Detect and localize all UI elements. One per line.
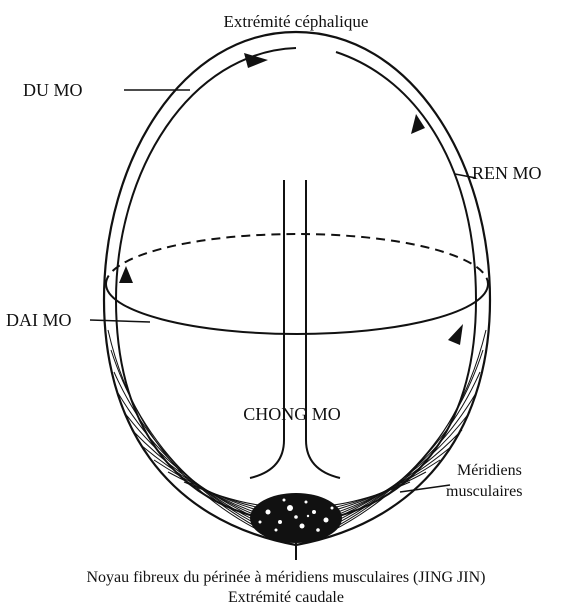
- chong-mo-channel: [250, 180, 340, 478]
- label-dai-mo: DAI MO: [6, 310, 72, 330]
- label-meridiens-1: Méridiens: [457, 462, 522, 479]
- label-noyau-fibreux: Noyau fibreux du périnée à méridiens mus…: [87, 569, 486, 586]
- label-meridiens-2: musculaires: [446, 483, 522, 500]
- outer-envelope: [104, 32, 490, 545]
- label-ren-mo: REN MO: [472, 163, 542, 183]
- dai-mo-belt-back: [106, 234, 488, 284]
- fibrous-nucleus: [250, 493, 342, 543]
- meridiens-leader: [400, 485, 450, 492]
- dai-mo-belt-front: [106, 284, 488, 334]
- label-chong-mo: CHONG MO: [243, 404, 341, 424]
- label-extremite-caudale: Extrémité caudale: [228, 589, 344, 606]
- dai-mo-arrow-left: [119, 266, 133, 283]
- ren-mo-line: [322, 52, 476, 520]
- label-du-mo: DU MO: [23, 80, 83, 100]
- ren-mo-arrow-lower: [448, 324, 463, 345]
- label-extremite-cephalique: Extrémité céphalique: [224, 12, 369, 31]
- dai-mo-leader: [90, 320, 150, 322]
